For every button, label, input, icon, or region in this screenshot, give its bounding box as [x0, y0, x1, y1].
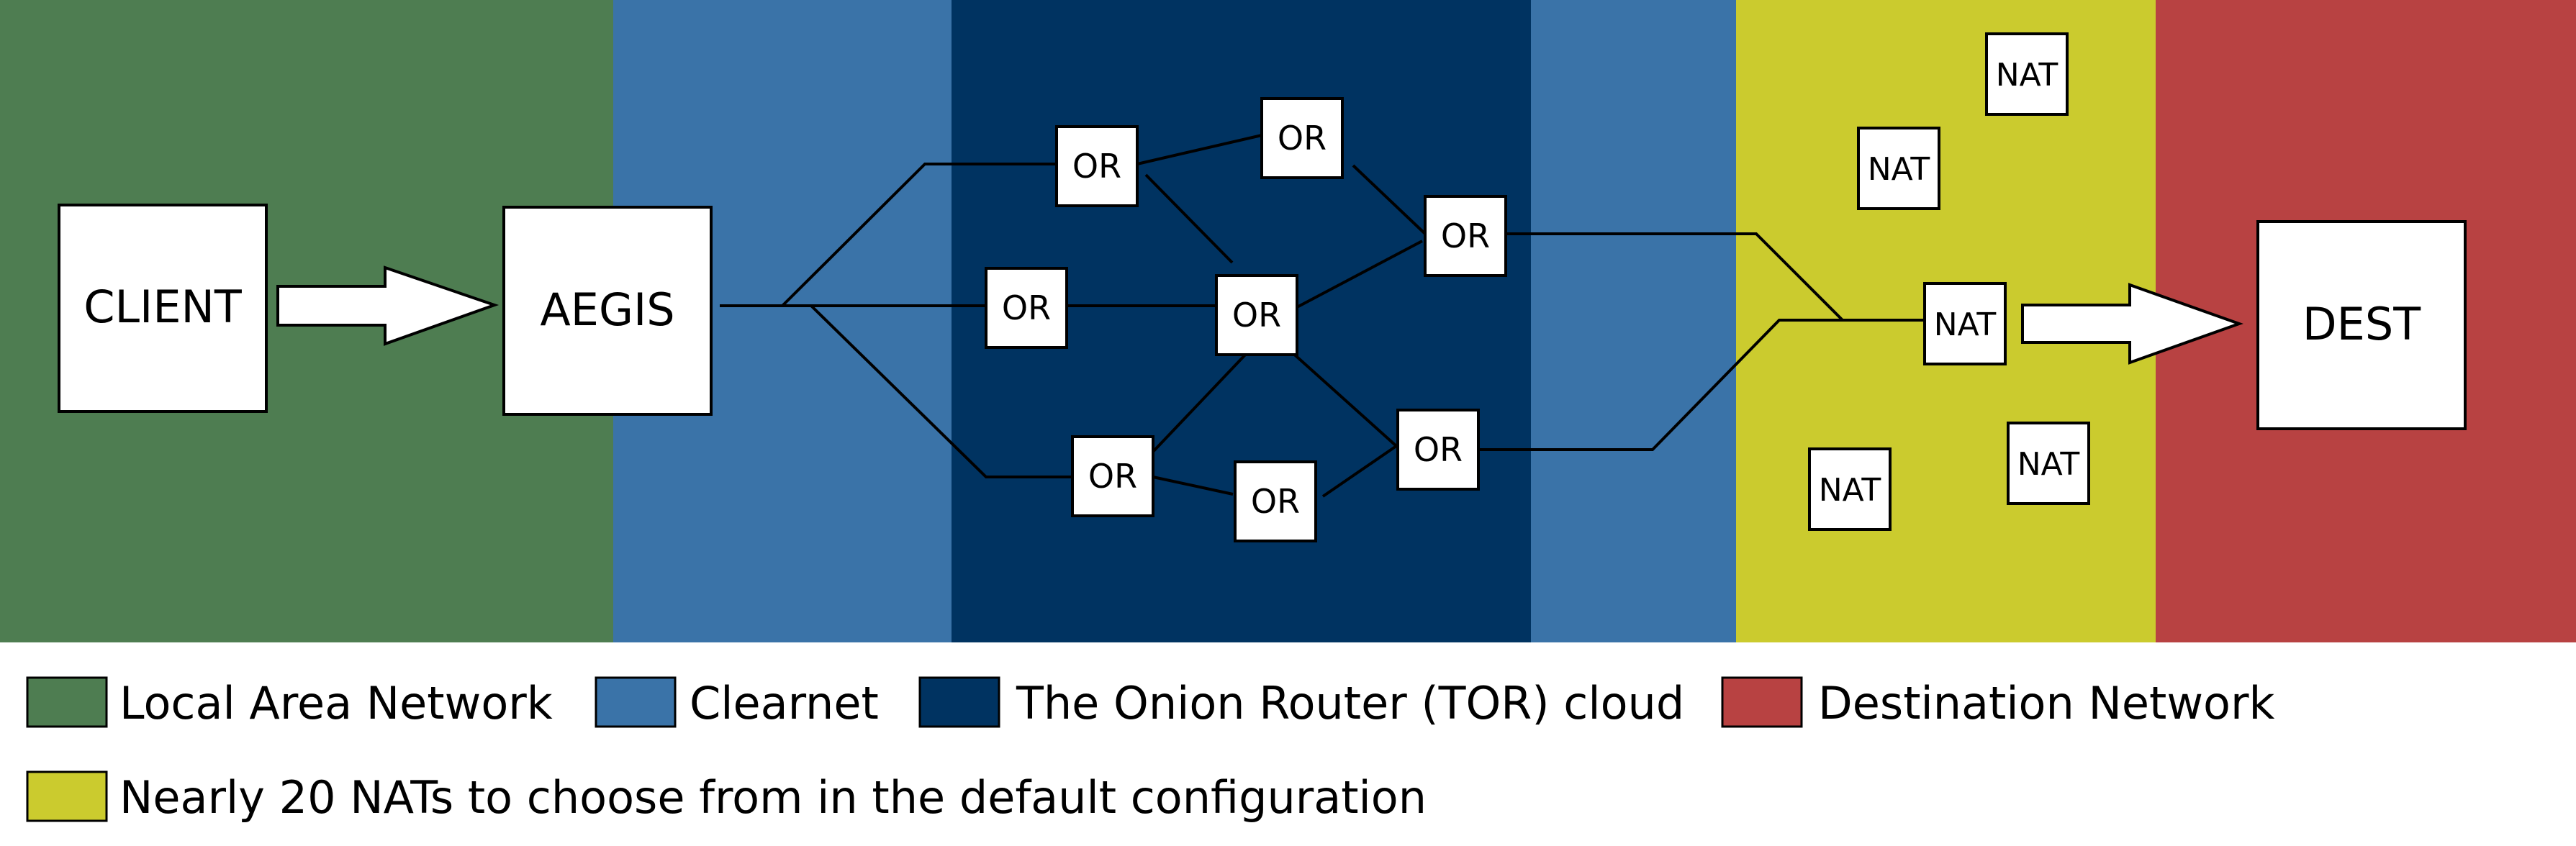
- nat-node: NAT: [1985, 32, 2069, 116]
- nat-label: NAT: [1819, 472, 1881, 509]
- legend-swatch: [918, 676, 1000, 728]
- legend-swatch: [26, 676, 108, 728]
- legend-swatch: [595, 676, 677, 728]
- link-or5-or8: [1152, 476, 1234, 496]
- zone-clearnet-right: [1531, 0, 1736, 642]
- nat-node-active: NAT: [1923, 282, 2007, 365]
- onion-router-label: OR: [1088, 457, 1137, 496]
- legend-label: The Onion Router (TOR) cloud: [1016, 677, 1684, 729]
- link-or4-or7: [1289, 350, 1398, 447]
- onion-router-label: OR: [1251, 482, 1300, 521]
- onion-router-label: OR: [1441, 217, 1490, 255]
- nat-node: NAT: [1857, 127, 1940, 210]
- link-or4-or6: [1296, 240, 1423, 309]
- link-aegis-or5: [810, 304, 1071, 478]
- legend-label: Nearly 20 NATs to choose from in the def…: [119, 771, 1427, 824]
- node-aegis-label: AEGIS: [540, 283, 674, 336]
- link-or6-nat: [1506, 232, 1844, 322]
- node-aegis: AEGIS: [502, 206, 713, 416]
- legend-item-nat-pool: Nearly 20 NATs to choose from in the def…: [26, 770, 1427, 824]
- onion-router-node: OR: [1215, 274, 1298, 356]
- onion-router-label: OR: [1002, 288, 1051, 327]
- node-dest: DEST: [2256, 220, 2467, 430]
- onion-router-label: OR: [1072, 147, 1121, 186]
- connection-lines: [720, 134, 1923, 498]
- onion-router-node: OR: [1424, 195, 1507, 277]
- legend-label: Local Area Network: [119, 677, 553, 729]
- onion-router-label: OR: [1278, 119, 1327, 158]
- link-aegis-or1: [781, 163, 1057, 307]
- nat-label: NAT: [2017, 446, 2080, 483]
- link-or3-or6: [1352, 164, 1427, 235]
- arrow-client-to-aegis-icon: [276, 265, 500, 346]
- arrow-nat-to-dest-icon: [2021, 283, 2243, 365]
- legend-label: Destination Network: [1818, 677, 2274, 729]
- node-client-label: CLIENT: [83, 281, 243, 333]
- nat-label: NAT: [1934, 306, 1997, 343]
- legend-item-local-area-network: Local Area Network: [26, 676, 553, 729]
- onion-router-node: OR: [1071, 435, 1154, 517]
- legend-item-destination-network: Destination Network: [1721, 676, 2274, 729]
- legend: Local Area Network Clearnet The Onion Ro…: [26, 676, 2274, 824]
- legend-item-clearnet: Clearnet: [595, 676, 879, 729]
- onion-router-node: OR: [1260, 97, 1344, 179]
- legend-swatch: [1721, 676, 1803, 728]
- nat-label: NAT: [1868, 151, 1930, 188]
- legend-label: Clearnet: [690, 677, 879, 729]
- nat-label: NAT: [1996, 57, 2058, 94]
- onion-router-node: OR: [1396, 409, 1480, 491]
- legend-item-tor-cloud: The Onion Router (TOR) cloud: [918, 676, 1684, 729]
- legend-swatch: [26, 770, 108, 822]
- link-or8-or7: [1321, 445, 1398, 498]
- link-or7-nat: [1479, 319, 1923, 451]
- link-or4-or5: [1150, 350, 1250, 455]
- node-dest-label: DEST: [2302, 298, 2421, 350]
- node-client: CLIENT: [58, 204, 268, 413]
- onion-router-node: OR: [985, 267, 1068, 349]
- onion-router-label: OR: [1414, 430, 1463, 469]
- onion-router-node: OR: [1234, 460, 1317, 542]
- onion-router-node: OR: [1055, 125, 1139, 207]
- onion-router-label: OR: [1232, 296, 1281, 335]
- nat-node: NAT: [1808, 447, 1892, 531]
- link-or1-or4: [1144, 173, 1234, 264]
- link-or1-or3: [1136, 134, 1262, 165]
- nat-node: NAT: [2007, 422, 2090, 505]
